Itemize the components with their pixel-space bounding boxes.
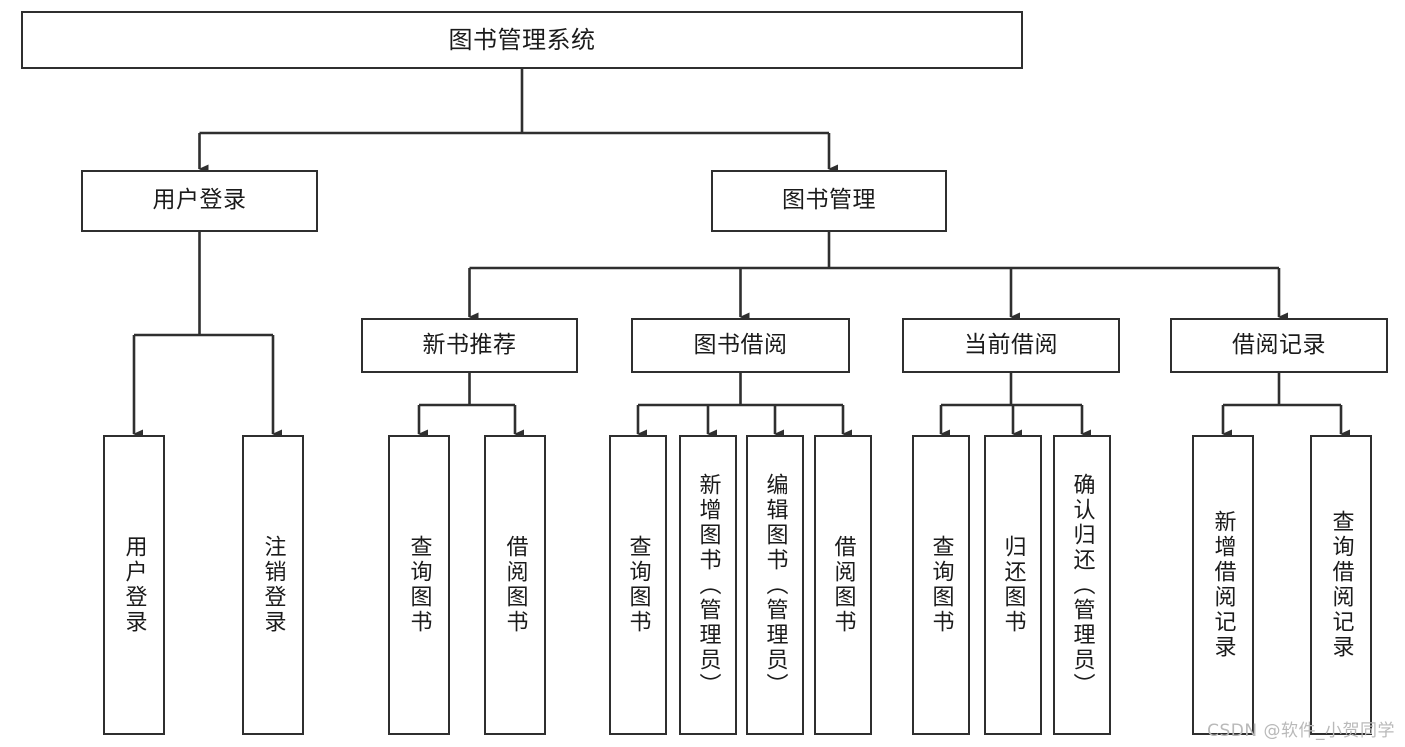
node-leaf-query-book-current[interactable]: 查询图书	[912, 435, 970, 735]
node-leaf-borrow-book-label: 借阅图书	[830, 535, 856, 635]
node-leaf-confirm-return-admin-label: 确认归还（管理员）	[1069, 472, 1095, 698]
node-leaf-logout-label: 注销登录	[260, 535, 286, 635]
node-leaf-add-borrow-record-label: 新增借阅记录	[1210, 510, 1236, 660]
node-borrow-records-label: 借阅记录	[1232, 331, 1326, 358]
node-leaf-confirm-return-admin[interactable]: 确认归还（管理员）	[1053, 435, 1111, 735]
node-leaf-return-book-label: 归还图书	[1000, 535, 1026, 635]
node-new-book-recommend-label: 新书推荐	[422, 331, 517, 358]
node-leaf-add-book-admin-label: 新增图书（管理员）	[695, 472, 721, 698]
node-leaf-add-borrow-record[interactable]: 新增借阅记录	[1192, 435, 1254, 735]
node-leaf-query-book-label: 查询图书	[625, 535, 651, 635]
node-leaf-edit-book-admin-label: 编辑图书（管理员）	[762, 472, 788, 698]
node-leaf-borrow-book[interactable]: 借阅图书	[814, 435, 872, 735]
csdn-watermark: CSDN @软件_小贺同学	[1207, 721, 1395, 741]
node-leaf-query-borrow-record[interactable]: 查询借阅记录	[1310, 435, 1372, 735]
node-leaf-user-login[interactable]: 用户登录	[103, 435, 165, 735]
node-user-login[interactable]: 用户登录	[81, 170, 318, 232]
node-leaf-query-book-recommend-label: 查询图书	[406, 535, 432, 635]
node-leaf-user-login-label: 用户登录	[121, 535, 147, 635]
node-leaf-edit-book-admin[interactable]: 编辑图书（管理员）	[746, 435, 804, 735]
node-current-borrow-label: 当前借阅	[964, 331, 1058, 358]
node-book-management[interactable]: 图书管理	[711, 170, 947, 232]
node-new-book-recommend[interactable]: 新书推荐	[361, 318, 578, 373]
node-leaf-borrow-book-recommend[interactable]: 借阅图书	[484, 435, 546, 735]
node-leaf-query-book-recommend[interactable]: 查询图书	[388, 435, 450, 735]
node-leaf-return-book[interactable]: 归还图书	[984, 435, 1042, 735]
node-leaf-query-book[interactable]: 查询图书	[609, 435, 667, 735]
node-current-borrow[interactable]: 当前借阅	[902, 318, 1120, 373]
node-book-borrow-label: 图书借阅	[693, 331, 788, 358]
node-leaf-logout[interactable]: 注销登录	[242, 435, 304, 735]
node-leaf-query-book-current-label: 查询图书	[928, 535, 954, 635]
node-root-label: 图书管理系统	[448, 25, 596, 54]
node-user-login-label: 用户登录	[152, 187, 247, 214]
node-borrow-records[interactable]: 借阅记录	[1170, 318, 1388, 373]
node-book-management-label: 图书管理	[782, 187, 876, 214]
node-leaf-query-borrow-record-label: 查询借阅记录	[1328, 510, 1354, 660]
node-leaf-borrow-book-recommend-label: 借阅图书	[502, 535, 528, 635]
node-leaf-add-book-admin[interactable]: 新增图书（管理员）	[679, 435, 737, 735]
node-root[interactable]: 图书管理系统	[21, 11, 1023, 69]
node-book-borrow[interactable]: 图书借阅	[631, 318, 850, 373]
